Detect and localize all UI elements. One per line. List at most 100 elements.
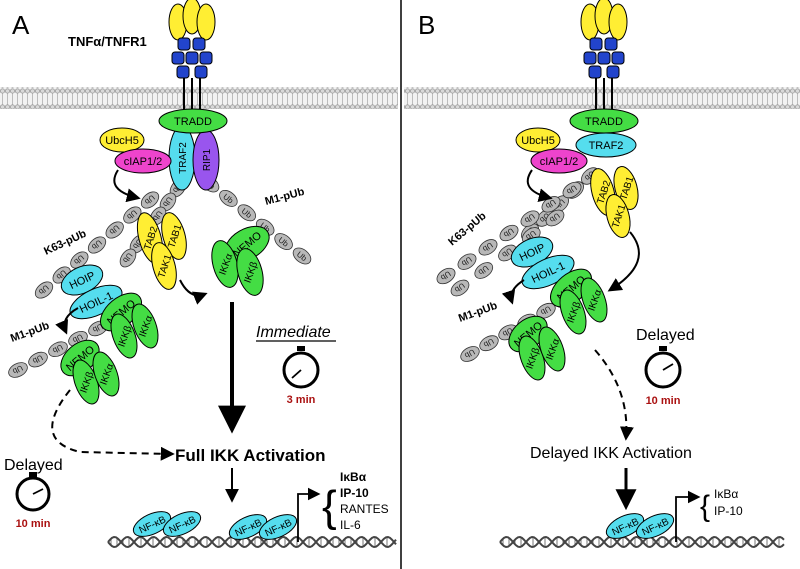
ub-bead: Ub <box>436 267 456 285</box>
membrane-b <box>404 87 800 109</box>
ub-bead: Ub <box>159 192 177 212</box>
timer-3min: 3 min <box>287 394 316 406</box>
ubiquitin-chains-b: UbUbUbUbUbUbUbUbUbUbUbUbUbUbUbUbUbUbUbUb… <box>436 167 599 362</box>
ub-bead: Ub <box>499 224 519 242</box>
ikk-complex-a-lower: NEMO IKKβ IKKα <box>60 339 120 405</box>
ubch5-b: UbcH5 <box>515 127 561 153</box>
lubac-a: HOIP HOIL-1 <box>60 264 123 320</box>
svg-text:cIAP1/2: cIAP1/2 <box>540 156 579 168</box>
ub-bead: Ub <box>140 191 160 209</box>
panel-letter-b: B <box>418 10 435 40</box>
m1-label-b: M1-pUb <box>457 300 499 325</box>
gene-bracket-a: { <box>322 482 337 531</box>
ciap-b: cIAP1/2 <box>530 148 588 174</box>
ikk-complex-b-lower: NEMO IKKβ IKKα <box>508 315 566 381</box>
ub-bead: Ub <box>562 181 582 199</box>
nfkb-dimers-b: NF-κB NF-κB <box>605 513 675 539</box>
ikk-complex-a-upper: NEMO IKKα IKKβ <box>211 225 270 296</box>
tak1-arrow-a <box>179 279 208 305</box>
ub-bead: Ub <box>520 210 540 227</box>
ubch5-a: UbcH5 <box>99 127 145 153</box>
dna-a <box>107 535 397 549</box>
gene-b-0: IκBα <box>714 487 738 501</box>
tab-complex-a: TAB2 TAB1 TAK1 <box>136 212 187 290</box>
svg-text:TRADD: TRADD <box>174 116 212 128</box>
ub-bead: Ub <box>105 221 124 239</box>
dna-b <box>499 535 785 549</box>
ub-bead: Ub <box>8 362 28 378</box>
ub-bead: Ub <box>237 204 257 222</box>
svg-text:TRAF2: TRAF2 <box>589 140 624 152</box>
tak1-arrow-b <box>607 231 640 292</box>
ciap-arrow-a <box>113 169 141 203</box>
ub-bead: Ub <box>292 247 312 265</box>
svg-text:Ub: Ub <box>31 353 45 366</box>
immediate-label: Immediate <box>256 324 331 341</box>
stopwatch-icon-immediate <box>282 346 320 389</box>
svg-text:cIAP1/2: cIAP1/2 <box>124 156 163 168</box>
ub-bead: Ub <box>474 262 494 279</box>
gene-a-1: IP-10 <box>340 486 369 500</box>
receptor-label: TNFα/TNFR1 <box>68 34 147 49</box>
m1-label-a-lower: M1-pUb <box>9 320 51 345</box>
svg-text:TRAF2: TRAF2 <box>178 142 189 174</box>
ciap-arrow-b <box>526 169 553 203</box>
svg-text:Ub: Ub <box>11 363 25 376</box>
ub-bead: Ub <box>70 251 89 269</box>
ciap-a: cIAP1/2 <box>114 148 172 174</box>
timer-10min-b: 10 min <box>646 395 681 407</box>
delayed-ikk-activation: Delayed IKK Activation <box>530 445 692 462</box>
ub-bead: Ub <box>460 346 480 362</box>
k63-label-b: K63-pUb <box>446 210 489 248</box>
delayed-label-a: Delayed <box>4 457 63 474</box>
delayed-label-b: Delayed <box>636 327 695 344</box>
svg-text:UbcH5: UbcH5 <box>521 135 555 147</box>
gene-a-3: IL-6 <box>340 518 361 532</box>
promoter-arrow-a <box>297 487 321 542</box>
ub-bead: Ub <box>34 281 54 299</box>
ub-bead: Ub <box>219 189 238 207</box>
panel-letter-a: A <box>12 10 30 40</box>
ub-bead: Ub <box>119 248 137 268</box>
hoip-arrow-b <box>501 279 525 305</box>
ub-bead: Ub <box>28 351 48 368</box>
svg-text:Ub: Ub <box>51 342 65 355</box>
svg-text:RIP1: RIP1 <box>202 148 213 171</box>
delayed-arrow-a <box>51 389 175 461</box>
promoter-arrow-b <box>675 490 701 542</box>
delayed-arrow-b <box>594 349 634 441</box>
ub-bead: Ub <box>457 253 477 270</box>
tradd-b: TRADD <box>569 108 639 134</box>
ub-bead: Ub <box>478 239 498 256</box>
stopwatch-icon-delayed-b <box>644 346 682 389</box>
tnf-receptor-b <box>580 0 628 112</box>
ub-bead: Ub <box>450 279 470 297</box>
nfkb-dimers-a: NF-κB NF-κB NF-κB NF-κB <box>132 511 298 540</box>
svg-text:UbcH5: UbcH5 <box>105 135 139 147</box>
tradd-a: TRADD <box>158 108 228 134</box>
stopwatch-icon-delayed-a <box>15 472 51 512</box>
ub-bead: Ub <box>536 302 556 319</box>
full-ikk-activation: Full IKK Activation <box>175 446 326 465</box>
gene-bracket-b: { <box>700 490 710 523</box>
ub-bead: Ub <box>87 236 107 254</box>
ub-bead: Ub <box>274 233 293 251</box>
traf2-b: TRAF2 <box>575 132 637 158</box>
tab-complex-b: TAB2 TAB1 TAK1 <box>590 166 639 238</box>
tnf-receptor-a <box>168 0 216 112</box>
gene-a-0: IκBα <box>340 470 367 484</box>
rip1-a: RIP1 <box>192 129 220 191</box>
ub-bead: Ub <box>123 206 142 224</box>
ikk-complex-b-upper: NEMO IKKβ IKKα <box>550 268 608 335</box>
timer-10min-a: 10 min <box>16 518 51 530</box>
m1-label-a-upper: M1-pUb <box>264 186 306 208</box>
lubac-b: HOIP HOIL-1 <box>510 236 575 290</box>
hoip-arrow-a <box>55 307 79 335</box>
gene-b-1: IP-10 <box>714 504 743 518</box>
ikk-complex-a-middle: NEMO IKKβ IKKα <box>100 292 159 359</box>
svg-text:TRADD: TRADD <box>585 116 623 128</box>
gene-a-2: RANTES <box>340 502 389 516</box>
ub-bead: Ub <box>479 335 499 352</box>
ub-bead: Ub <box>48 341 68 357</box>
